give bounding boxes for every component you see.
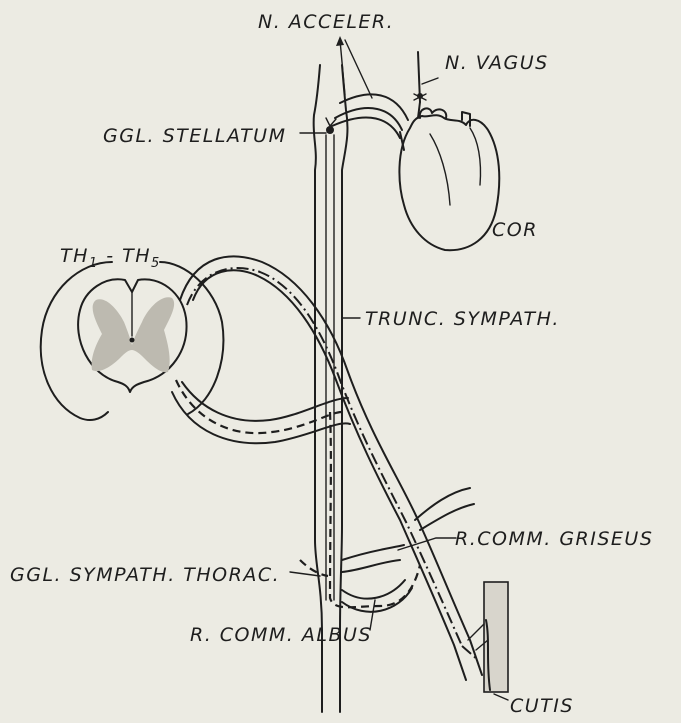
label-cor: COR (492, 219, 538, 241)
label-ggl-sympath-thorac: GGL. SYMPATH. THORAC. (10, 564, 280, 586)
label-th-main1: TH (60, 245, 89, 267)
label-r-comm-albus: R. COMM. ALBUS (190, 624, 372, 646)
label-th-sub1: 1 (89, 256, 99, 271)
label-n-acceler: N. ACCELER. (258, 11, 394, 33)
label-trunc-sympath: TRUNC. SYMPATH. (365, 308, 560, 330)
label-th-sub2: 5 (151, 256, 161, 271)
skin (468, 582, 508, 692)
label-n-vagus: N. VAGUS (445, 52, 549, 74)
label-cutis: CUTIS (510, 695, 574, 717)
label-th-range: TH1 - TH5 (60, 245, 161, 271)
label-r-comm-griseus: R.COMM. GRISEUS (455, 528, 653, 550)
spinal-cord-section (41, 262, 224, 420)
heart (399, 108, 499, 250)
label-ggl-stellatum: GGL. STELLATUM (103, 125, 286, 147)
label-th-dash: - TH (99, 245, 151, 267)
